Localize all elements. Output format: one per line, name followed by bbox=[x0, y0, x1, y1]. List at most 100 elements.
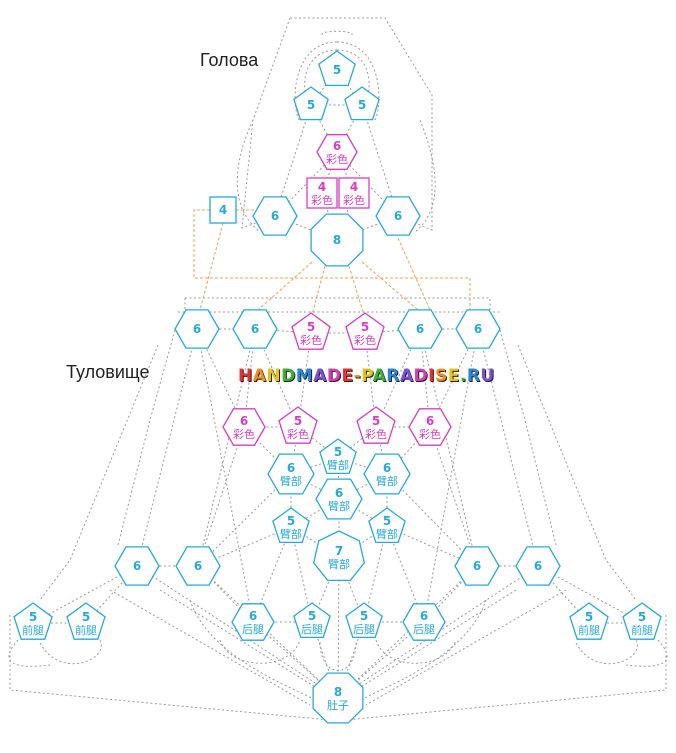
node-number: 6 bbox=[335, 486, 343, 500]
node-h5: 4彩色 bbox=[306, 177, 338, 209]
node-pentagon-shape bbox=[293, 86, 329, 121]
node-number: 6 bbox=[133, 559, 141, 573]
outline-line bbox=[290, 17, 433, 231]
node-number: 8 bbox=[334, 685, 342, 699]
connection-line bbox=[337, 565, 539, 699]
node-h4: 6彩色 bbox=[316, 134, 358, 170]
node-number: 5 bbox=[638, 610, 646, 624]
node-heptagon-shape bbox=[312, 530, 366, 582]
node-s1: 6 bbox=[114, 546, 160, 586]
head-label: Голова bbox=[200, 50, 259, 70]
node-a2: 6臂部 bbox=[267, 453, 315, 495]
node-pentagon-shape bbox=[293, 602, 331, 639]
node-part-label: 肚子 bbox=[327, 698, 349, 712]
node-pentagon-shape bbox=[569, 602, 609, 640]
node-part-label: 臂部 bbox=[328, 557, 350, 571]
node-number: 5 bbox=[358, 98, 366, 112]
node-t3: 5彩色 bbox=[291, 312, 331, 350]
node-part-label: 后腿 bbox=[242, 623, 264, 636]
orange-connector-line bbox=[257, 261, 313, 311]
outline-line bbox=[39, 639, 102, 664]
node-number: 6 bbox=[193, 322, 201, 336]
node-number: 6 bbox=[473, 559, 481, 573]
outline-line bbox=[219, 639, 301, 664]
connection-line bbox=[196, 328, 254, 623]
orange-connector-line bbox=[193, 209, 471, 312]
node-hexagon-shape bbox=[316, 134, 358, 170]
node-square-shape bbox=[209, 196, 237, 224]
outline-line bbox=[355, 589, 517, 691]
node-t2: 6 bbox=[232, 309, 278, 349]
connection-line bbox=[197, 426, 245, 567]
outline-line bbox=[499, 329, 557, 546]
node-t7: 6彩色 bbox=[222, 408, 266, 446]
node-t5: 6 bbox=[397, 309, 443, 349]
node-h8: 6 bbox=[252, 196, 298, 236]
outline-line bbox=[39, 344, 159, 601]
node-number: 5 bbox=[294, 414, 302, 428]
node-f3: 5前腿 bbox=[569, 602, 609, 640]
node-number: 6 bbox=[240, 414, 248, 428]
node-pentagon-shape bbox=[278, 406, 318, 444]
node-part-label: 臂部 bbox=[280, 474, 302, 488]
node-part-label: 臂部 bbox=[376, 527, 398, 541]
node-a5: 5臂部 bbox=[272, 507, 310, 544]
node-number: 6 bbox=[426, 414, 434, 428]
node-hexagon-shape bbox=[454, 546, 500, 586]
node-part-label: 臂部 bbox=[327, 458, 349, 472]
node-hexagon-shape bbox=[232, 309, 278, 349]
node-bl: 8肚子 bbox=[312, 672, 364, 724]
node-number: 6 bbox=[383, 461, 391, 475]
node-part-label: 臂部 bbox=[280, 527, 302, 541]
node-part-label: 臂部 bbox=[328, 499, 350, 513]
connection-line bbox=[375, 426, 388, 475]
node-number: 4 bbox=[350, 180, 358, 194]
node-number: 5 bbox=[82, 610, 90, 624]
node-number: 6 bbox=[420, 609, 428, 623]
outline-line bbox=[336, 49, 370, 106]
node-number: 5 bbox=[29, 610, 37, 624]
node-pentagon-shape bbox=[344, 86, 380, 121]
node-number: 5 bbox=[307, 98, 315, 112]
node-a4: 6臂部 bbox=[315, 478, 363, 520]
node-part-label: 彩色 bbox=[354, 333, 376, 347]
node-b3: 5后腿 bbox=[345, 602, 383, 639]
node-number: 6 bbox=[416, 322, 424, 336]
node-s3: 6 bbox=[454, 546, 500, 586]
outline-line bbox=[414, 119, 436, 233]
node-part-label: 后腿 bbox=[353, 623, 375, 636]
connection-line bbox=[337, 565, 478, 699]
node-a3: 6臂部 bbox=[363, 453, 411, 495]
outline-line bbox=[517, 344, 637, 601]
node-hexagon-shape bbox=[252, 196, 298, 236]
node-hexagon-shape bbox=[363, 453, 411, 495]
connection-line bbox=[386, 473, 478, 567]
node-octagon-shape bbox=[310, 213, 364, 267]
node-number: 6 bbox=[271, 209, 279, 223]
node-pentagon-shape bbox=[272, 507, 310, 544]
outline-line bbox=[304, 49, 338, 106]
node-t1: 6 bbox=[174, 309, 220, 349]
node-t9: 5彩色 bbox=[356, 406, 396, 444]
connection-line bbox=[252, 526, 292, 623]
node-b4: 6后腿 bbox=[402, 603, 446, 641]
node-pentagon-shape bbox=[319, 438, 357, 475]
node-a1: 5臂部 bbox=[319, 438, 357, 475]
node-hexagon-shape bbox=[267, 453, 315, 495]
node-number: 5 bbox=[307, 320, 315, 334]
node-part-label: 彩色 bbox=[343, 193, 365, 207]
node-hexagon-shape bbox=[175, 546, 221, 586]
node-b2: 5后腿 bbox=[293, 602, 331, 639]
node-part-label: 臂部 bbox=[376, 474, 398, 488]
node-hexagon-shape bbox=[315, 478, 363, 520]
connection-line bbox=[419, 328, 478, 567]
node-part-label: 彩色 bbox=[326, 152, 348, 166]
node-part-label: 彩色 bbox=[365, 427, 387, 441]
node-h7: 4 bbox=[209, 196, 237, 224]
node-hexagon-shape bbox=[408, 408, 452, 446]
torso-label: Туловище bbox=[66, 362, 150, 382]
node-t6: 6 bbox=[455, 309, 501, 349]
node-number: 5 bbox=[361, 320, 369, 334]
